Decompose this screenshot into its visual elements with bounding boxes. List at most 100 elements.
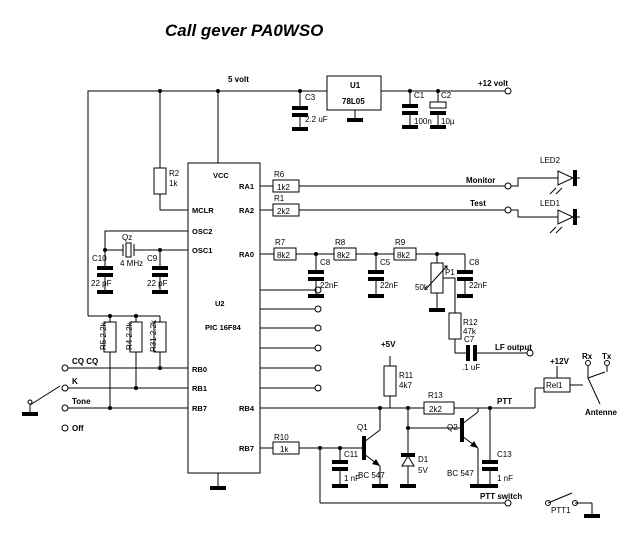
c1-ref: C1 [414, 91, 425, 100]
input-cq-label: CQ CQ [72, 357, 98, 366]
r11-value: 4k7 [399, 381, 412, 390]
r5-value: 2.2k [99, 321, 108, 337]
r13-ref: R13 [428, 391, 443, 400]
mode-switch [22, 364, 188, 432]
qz-ref: Qz [122, 233, 132, 242]
c8a-ref: C8 [320, 258, 331, 267]
c1-value: 100n [414, 117, 432, 126]
resistor-r2 [153, 167, 188, 211]
r12-ref: R12 [463, 318, 478, 327]
c10-ref: C10 [92, 254, 107, 263]
q1-ref: Q1 [357, 423, 368, 432]
ptt1-switch [545, 492, 600, 518]
r2-ref: R2 [169, 169, 180, 178]
c7-ref: C7 [464, 335, 475, 344]
tx-label: Tx [602, 352, 612, 361]
r4-value: 2.2k [125, 321, 134, 337]
relay-rel1 [534, 360, 610, 408]
p1-ref: P1 [445, 268, 455, 277]
antenne-label: Antenne [585, 408, 618, 417]
rx-label: Rx [582, 352, 593, 361]
ptt-driver [260, 356, 535, 428]
led2 [511, 170, 580, 195]
u1-ref: U1 [350, 81, 361, 90]
r1-ref: R1 [274, 194, 285, 203]
c9-ref: C9 [147, 254, 158, 263]
pin-ra1: RA1 [239, 182, 254, 191]
pin-rb7-left: RB7 [192, 404, 207, 413]
test-label: Test [470, 199, 486, 208]
c9-value: 22 pF [147, 279, 168, 288]
crystal-qz [103, 230, 188, 258]
pin-mclr: MCLR [192, 206, 214, 215]
pullup-network [88, 314, 167, 408]
pin-vcc: VCC [213, 171, 229, 180]
r13-value: 2k2 [429, 405, 442, 414]
pin-ra2: RA2 [239, 206, 254, 215]
input-tone-label: Tone [72, 397, 91, 406]
capacitor-c9 [152, 250, 168, 294]
r9-value: 8k2 [397, 251, 410, 260]
r10-value: 1k [280, 445, 289, 454]
r2-value: 1k [169, 179, 178, 188]
c2-ref: C2 [441, 91, 452, 100]
pin-rb0: RB0 [192, 365, 207, 374]
c11-value: 1 nF [344, 474, 360, 483]
regulator-u1 [326, 75, 382, 122]
led1 [511, 209, 580, 234]
c3-ref: C3 [305, 93, 316, 102]
r31-value: 2.2k [149, 319, 158, 335]
ptt1-ref: PTT1 [551, 506, 571, 515]
test-line [260, 203, 512, 217]
rel1-ref: Rel1 [546, 381, 563, 390]
plus12-terminal [504, 87, 512, 95]
c5-ref: C5 [380, 258, 391, 267]
c8b-value: 22nF [469, 281, 487, 290]
rail-12v-label: +12 volt [478, 79, 508, 88]
unused-pins [260, 286, 322, 392]
capacitor-c1 [402, 91, 418, 129]
c13-ref: C13 [497, 450, 512, 459]
c13-value: 1 nF [497, 474, 513, 483]
r4-ref: R4 [125, 339, 134, 350]
r7-value: 8k2 [277, 251, 290, 260]
r6-value: 1k2 [277, 183, 290, 192]
r8-ref: R8 [335, 238, 346, 247]
mcu-u2 [187, 162, 261, 490]
q1-value: BC 547 [358, 471, 385, 480]
plus12v-label: +12V [550, 357, 570, 366]
d1-value: 5V [418, 466, 428, 475]
pin-rb7: RB7 [239, 444, 254, 453]
r5-label: R5 2.2k [99, 321, 108, 350]
r6-ref: R6 [274, 170, 285, 179]
r12-value: 47k [463, 327, 477, 336]
r31-label: R31 2.2k [149, 319, 158, 352]
r4-label: R4 2.2k [125, 321, 134, 350]
pin-ra0: RA0 [239, 250, 254, 259]
ptt-label: PTT [497, 397, 512, 406]
c5-value: 22nF [380, 281, 398, 290]
c8b-ref: C8 [469, 258, 480, 267]
c2-value: 10µ [441, 117, 455, 126]
c7-value: .1 uF [462, 363, 480, 372]
p1-value: 50k [415, 283, 429, 292]
lf-output-label: LF output [495, 343, 532, 352]
pin-osc2: OSC2 [192, 227, 212, 236]
r5-ref: R5 [99, 339, 108, 350]
c3-value: 2.2 uF [305, 115, 328, 124]
plus5v-label: +5V [381, 340, 396, 349]
capacitor-c10 [97, 250, 113, 294]
rail-5v-label: 5 volt [228, 75, 249, 84]
ptt-switch-label: PTT switch [480, 492, 522, 501]
mcu-ref: U2 [215, 299, 225, 308]
led2-ref: LED2 [540, 156, 561, 165]
input-off-label: Off [72, 424, 84, 433]
q2-value: BC 547 [447, 469, 474, 478]
input-k-label: K [72, 377, 78, 386]
d1-ref: D1 [418, 455, 429, 464]
capacitor-c3 [292, 91, 308, 131]
mcu-part: PIC 16F84 [205, 323, 242, 332]
diagram-title: Call gever PA0WSO [165, 21, 323, 40]
r7-ref: R7 [275, 238, 286, 247]
